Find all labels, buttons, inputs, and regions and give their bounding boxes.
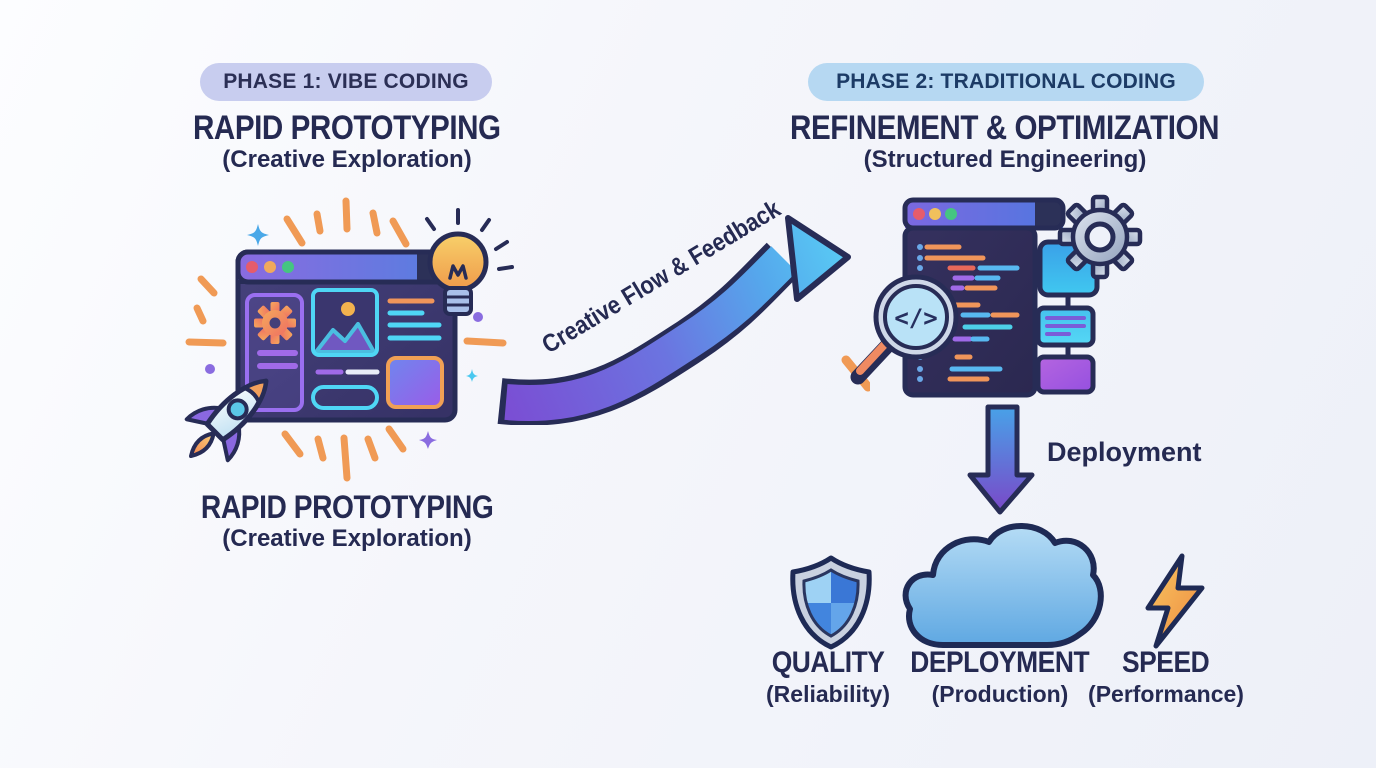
sidebar-gear-icon [254, 302, 296, 344]
phase2-subtitle: (Structured Engineering) [863, 146, 1147, 173]
gear-icon [1057, 194, 1143, 280]
traditional-coding-illustration: </> [850, 194, 1143, 398]
phase2-badge-label: PHASE 2: TRADITIONAL CODING [836, 70, 1176, 93]
code-lines [924, 244, 1020, 382]
outcome-quality: QUALITY (Reliability) [723, 646, 933, 707]
phase1-badge: PHASE 1: VIBE CODING [200, 63, 492, 101]
phase2-title: REFINEMENT & OPTIMIZATION [790, 109, 1220, 147]
magnifier-icon: </> [850, 274, 959, 385]
outcome-quality-subtitle: (Reliability) [766, 681, 890, 707]
outcome-deployment-title: DEPLOYMENT [910, 646, 1090, 679]
sparkle-rays [185, 197, 507, 482]
phase1-caption-subtitle: (Creative Exploration) [222, 525, 472, 552]
outcome-speed: SPEED (Performance) [1061, 646, 1271, 707]
gradient-tile [386, 356, 444, 409]
vibe-coding-illustration [184, 197, 514, 482]
phase1-subtitle: (Creative Exploration) [222, 146, 472, 173]
image-placeholder [311, 288, 379, 357]
lightning-icon [1145, 553, 1205, 649]
sparkle-stars [205, 224, 483, 449]
sidebar-lines [257, 350, 298, 369]
window-dots [913, 208, 957, 220]
rocket-icon [184, 378, 269, 463]
deployment-arrow-icon [967, 404, 1035, 515]
text-lines [387, 298, 442, 341]
lightbulb-icon [425, 208, 514, 316]
shield-icon [790, 555, 872, 650]
flow-arrow [497, 215, 870, 425]
phase1-caption-title: RAPID PROTOTYPING [200, 489, 494, 525]
code-editor-window [902, 197, 1066, 398]
pill-button [311, 385, 379, 410]
flowchart [1035, 239, 1100, 395]
outcome-speed-subtitle: (Performance) [1088, 681, 1244, 707]
deployment-arrow-label: Deployment [1047, 437, 1202, 467]
phase1-badge-label: PHASE 1: VIBE CODING [223, 70, 469, 93]
phase2-badge: PHASE 2: TRADITIONAL CODING [808, 63, 1204, 101]
window-dots [246, 261, 294, 273]
phase1-title: RAPID PROTOTYPING [193, 109, 501, 147]
outcome-deployment-subtitle: (Production) [931, 681, 1069, 707]
code-glyph: </> [894, 304, 937, 332]
browser-window [235, 249, 458, 423]
cloud-icon [902, 523, 1104, 648]
outcome-deployment: DEPLOYMENT (Production) [895, 646, 1105, 707]
outcome-speed-title: SPEED [1122, 646, 1210, 679]
outcome-quality-title: QUALITY [771, 646, 885, 679]
